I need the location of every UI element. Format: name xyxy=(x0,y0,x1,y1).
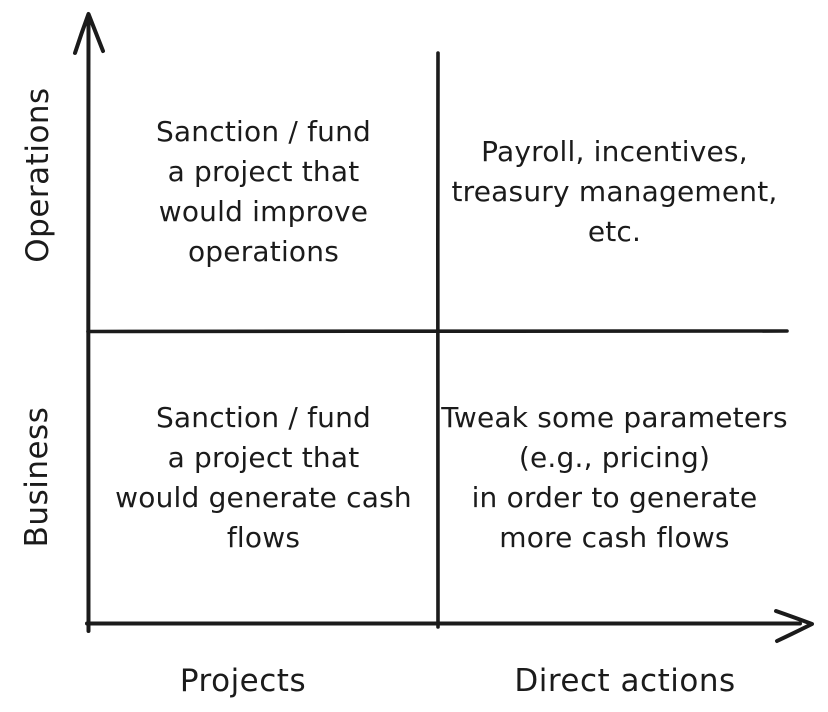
quadrant-top-right: Payroll, incentives, treasury management… xyxy=(439,53,790,331)
text-line: a project that xyxy=(167,155,360,188)
quadrant-top-left-text: Sanction / fund a project that would imp… xyxy=(156,112,371,272)
text-line: etc. xyxy=(587,215,642,248)
text-line: a project that xyxy=(167,440,360,474)
quadrant-bottom-right: Tweak some parameters (e.g., pricing) in… xyxy=(439,332,790,623)
text-line: operations xyxy=(187,235,339,268)
text-line: flows xyxy=(226,520,301,554)
text-line: (e.g., pricing) xyxy=(518,440,711,474)
horizontal-divider-line xyxy=(86,329,789,334)
text-line: treasury management, xyxy=(451,175,778,208)
text-line: Tweak some parameters xyxy=(441,400,788,434)
x-axis-arrowhead-icon xyxy=(774,609,814,643)
y-axis-label-operations: Operations xyxy=(20,87,56,263)
x-axis-label-direct-actions: Direct actions xyxy=(514,663,736,699)
text-line: in order to generate xyxy=(471,480,758,514)
quadrant-bottom-right-text: Tweak some parameters (e.g., pricing) in… xyxy=(441,398,788,558)
text-line: would improve xyxy=(158,195,369,228)
quadrant-bottom-left-text: Sanction / fund a project that would gen… xyxy=(115,398,412,558)
x-axis-label-projects: Projects xyxy=(179,663,307,699)
text-line: Sanction / fund xyxy=(155,115,372,148)
text-line: Payroll, incentives, xyxy=(481,135,748,168)
y-axis-line xyxy=(86,16,91,633)
quadrant-bottom-left: Sanction / fund a project that would gen… xyxy=(89,332,438,623)
text-line: more cash flows xyxy=(499,520,730,554)
y-axis-arrowhead-icon xyxy=(73,12,105,55)
quadrant-top-right-text: Payroll, incentives, treasury management… xyxy=(451,132,777,252)
y-axis-label-business: Business xyxy=(19,406,55,548)
text-line: Sanction / fund xyxy=(155,400,372,434)
x-axis-line xyxy=(85,621,802,626)
text-line: would generate cash xyxy=(115,480,412,514)
quadrant-top-left: Sanction / fund a project that would imp… xyxy=(89,53,438,331)
